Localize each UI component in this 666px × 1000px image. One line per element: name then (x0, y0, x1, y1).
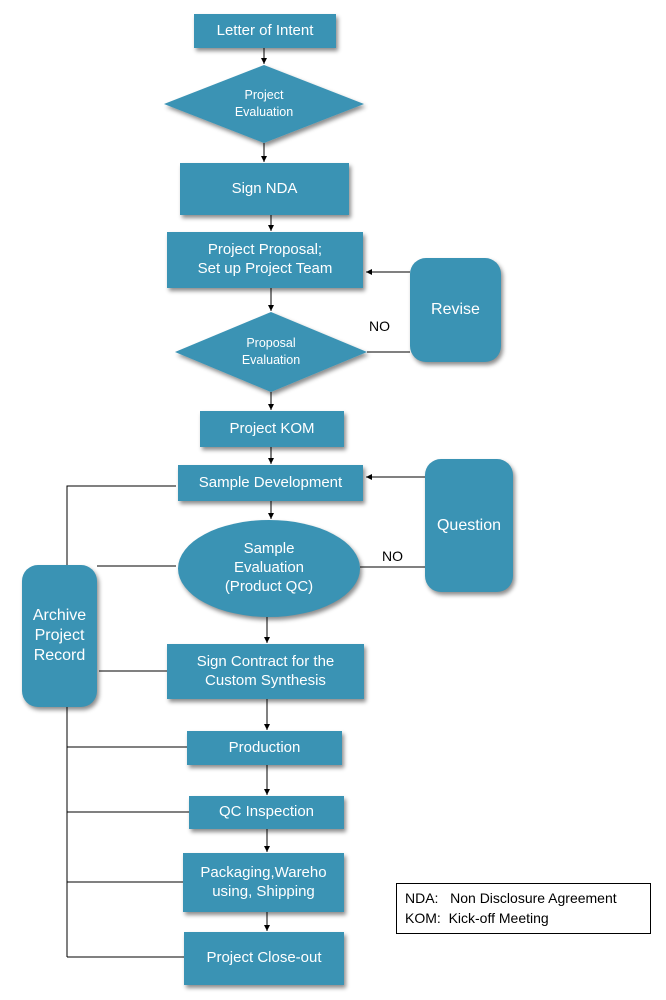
legend-nda-desc: Non Disclosure Agreement (450, 890, 617, 906)
legend-kom-abbr: KOM: (405, 910, 441, 926)
project-kom-label: Project KOM (229, 419, 315, 437)
project-proposal-box: Project Proposal; Set up Project Team (167, 232, 363, 288)
legend-row-kom: KOM: Kick-off Meeting (405, 908, 642, 928)
sample-development-box: Sample Development (178, 465, 363, 501)
packaging-line1: Packaging,Wareho (200, 863, 327, 881)
sign-contract-box: Sign Contract for the Custom Synthesis (167, 644, 364, 699)
question-label: Question (436, 516, 502, 534)
project-proposal-line2: Set up Project Team (197, 260, 333, 277)
legend-row-nda: NDA: Non Disclosure Agreement (405, 888, 642, 908)
legend-box: NDA: Non Disclosure Agreement KOM: Kick-… (396, 883, 651, 934)
sample-evaluation-line1: Sample (243, 540, 295, 558)
project-evaluation-diamond (164, 65, 364, 143)
sample-evaluation-ellipse: Sample Evaluation (Product QC) (178, 520, 360, 617)
sign-nda-box: Sign NDA (180, 163, 349, 215)
proposal-no-label: NO (369, 318, 390, 334)
revise-box: Revise (410, 258, 501, 362)
legend-kom-desc: Kick-off Meeting (448, 910, 549, 926)
project-closeout-box: Project Close-out (184, 932, 344, 985)
sample-evaluation-line2: Evaluation (233, 559, 305, 577)
project-kom-box: Project KOM (200, 411, 344, 447)
project-evaluation-label: Project Evaluation (234, 88, 294, 119)
sign-nda-label: Sign NDA (231, 179, 298, 197)
line-sample-dev-to-archive (66, 485, 176, 565)
letter-of-intent-label: Letter of Intent (216, 21, 314, 39)
archive-record-line3: Record (33, 647, 86, 664)
sign-contract-line1: Sign Contract for the (196, 652, 335, 670)
production-box: Production (187, 731, 342, 765)
qc-inspection-label: QC Inspection (218, 803, 315, 821)
packaging-box: Packaging,Wareho using, Shipping (183, 853, 344, 912)
project-closeout-label: Project Close-out (206, 949, 322, 967)
question-box: Question (425, 459, 513, 592)
sign-contract-line2: Custom Synthesis (205, 671, 326, 689)
sample-development-label: Sample Development (198, 473, 343, 491)
sample-evaluation-line3: (Product QC) (224, 577, 314, 595)
legend-nda-abbr: NDA: (405, 890, 439, 906)
archive-record-line2: Project (34, 627, 85, 644)
proposal-evaluation-diamond (175, 312, 367, 392)
qc-inspection-box: QC Inspection (189, 796, 344, 829)
packaging-line2: using, Shipping (212, 882, 315, 900)
letter-of-intent-box: Letter of Intent (194, 14, 336, 48)
revise-label: Revise (431, 301, 480, 318)
project-proposal-line1: Project Proposal; (207, 241, 323, 259)
proposal-evaluation-label: Proposal Evaluation (241, 336, 301, 367)
sample-no-label: NO (382, 548, 403, 564)
archive-record-line1: Archive (32, 607, 87, 624)
production-label: Production (228, 738, 301, 756)
archive-record-box: Archive Project Record (22, 565, 97, 707)
